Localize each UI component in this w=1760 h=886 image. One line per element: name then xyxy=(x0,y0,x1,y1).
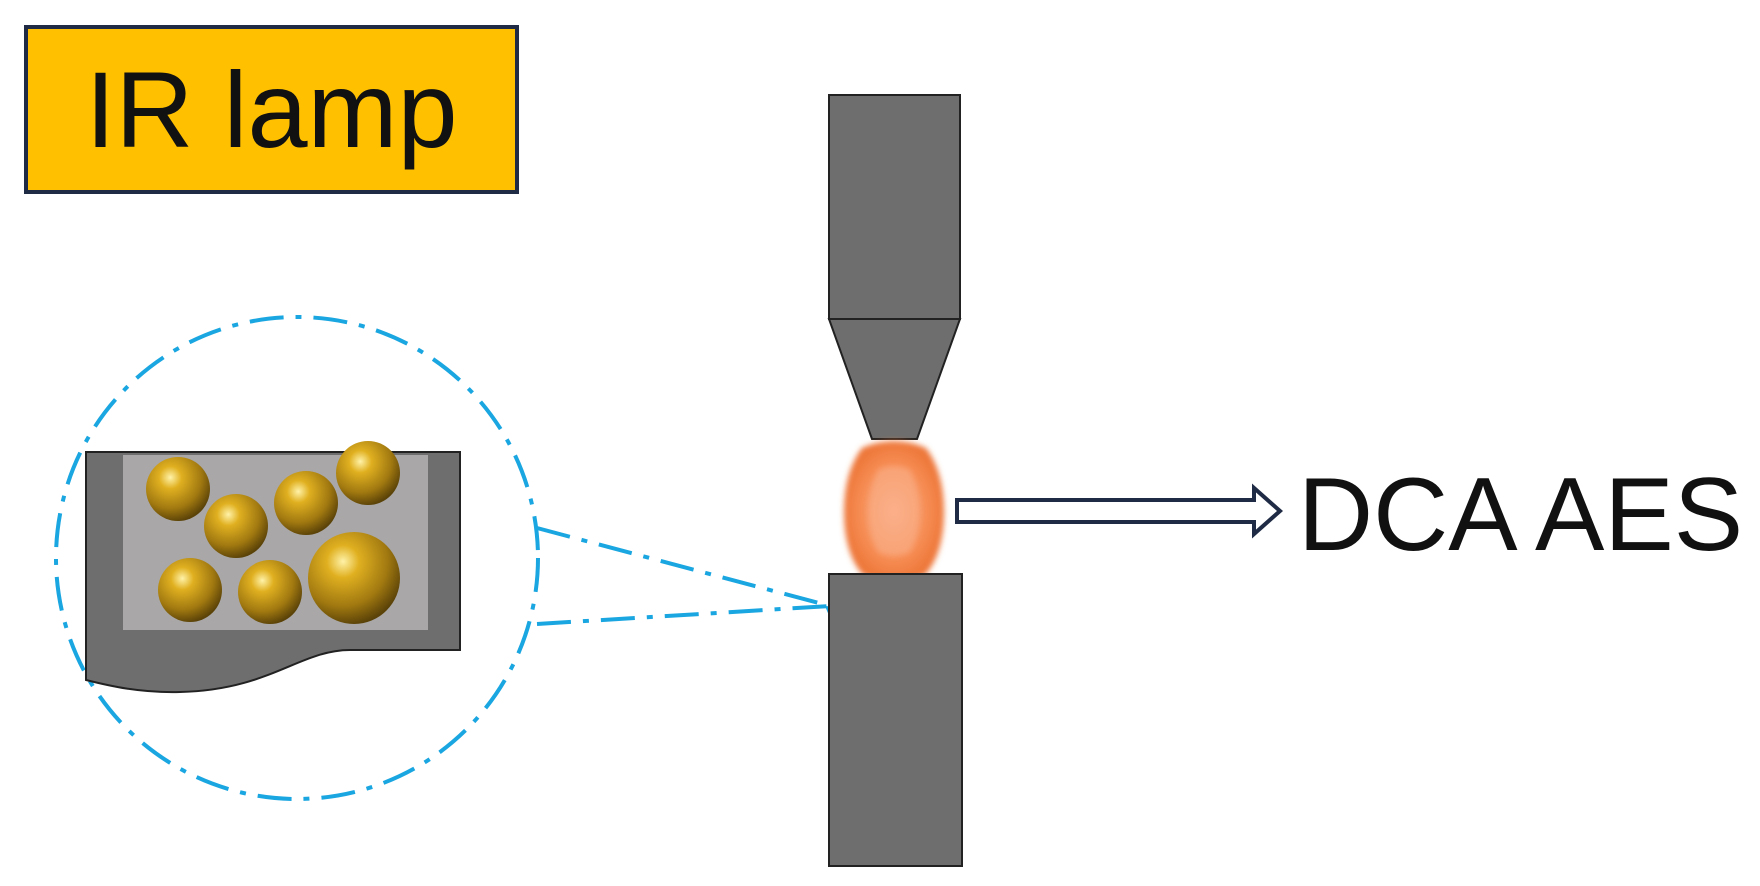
magnifier-line-upper xyxy=(536,526,831,608)
particle xyxy=(146,457,210,521)
particle xyxy=(238,560,302,624)
particle xyxy=(274,471,338,535)
magnifier-circle xyxy=(54,315,540,801)
plasma-core xyxy=(868,466,920,556)
particle xyxy=(158,558,222,622)
output-arrow xyxy=(955,483,1284,539)
particle xyxy=(308,532,400,624)
ir-lamp-label: IR lamp xyxy=(24,25,519,194)
magnifier-line-lower xyxy=(536,604,831,626)
dca-aes-label: DCA AES xyxy=(1298,457,1744,573)
lower-electrode xyxy=(828,573,963,867)
upper-electrode-tip xyxy=(827,318,962,440)
particle xyxy=(336,441,400,505)
particle xyxy=(204,494,268,558)
upper-electrode-shaft xyxy=(828,94,961,320)
